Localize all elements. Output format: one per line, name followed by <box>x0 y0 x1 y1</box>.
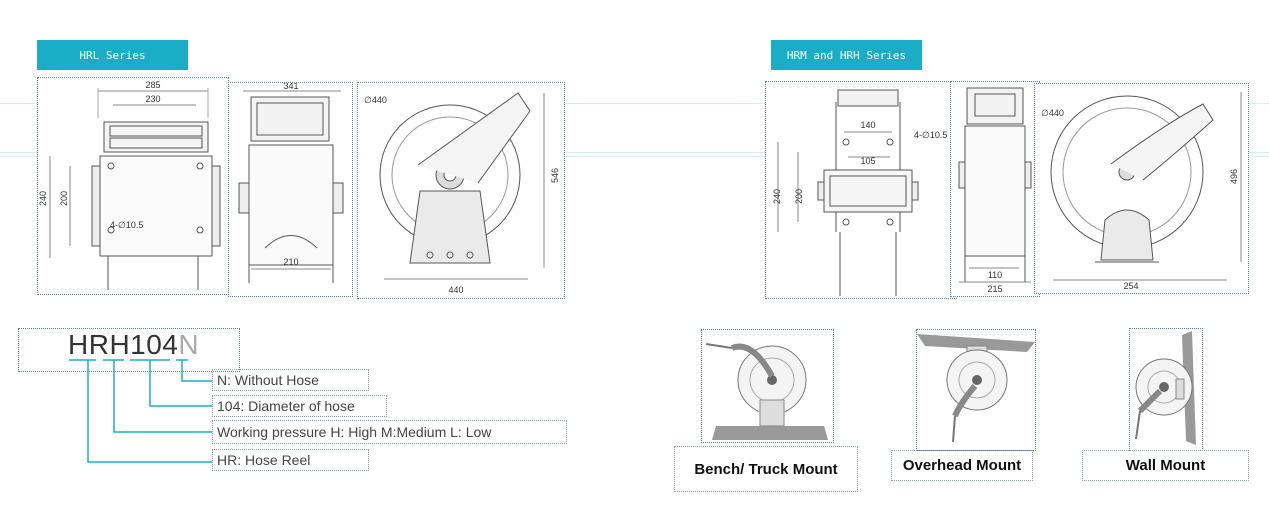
hrm-reel-height: 496 <box>1229 169 1239 184</box>
hrm-side-drawing: 110 215 <box>958 87 1032 294</box>
hrm-front-dim-left-inner: 200 <box>794 189 804 204</box>
hrm-reel-view: ∅440 496 254 <box>1034 83 1249 294</box>
model-code-connectors <box>69 359 212 463</box>
hrm-hrh-series-tag: HRM and HRH Series <box>771 40 922 70</box>
guide-line-2 <box>0 152 1269 153</box>
guide-line-3 <box>0 156 1269 157</box>
hrm-side-view: 110 215 <box>950 81 1040 297</box>
model-code-box <box>18 328 240 372</box>
hrm-reel-width: 254 <box>1123 281 1138 291</box>
hrl-front-holes: 4-∅10.5 <box>110 220 143 230</box>
bench-truck-mount-label: Bench/ Truck Mount <box>674 446 858 492</box>
hrl-reel-width: 440 <box>448 285 463 295</box>
overhead-mount-image <box>916 329 1036 451</box>
legend-item-diameter: 104: Diameter of hose <box>212 395 387 417</box>
legend-item-hr: HR: Hose Reel <box>212 449 369 471</box>
hrm-reel-dia: ∅440 <box>1041 108 1064 118</box>
hrl-reel-dia: ∅440 <box>364 95 387 105</box>
hrm-front-drawing: 140 105 4-∅10.5 240 200 <box>772 89 947 296</box>
hrl-front-dim-inner: 230 <box>145 94 160 104</box>
model-code: HRH104N <box>68 329 199 361</box>
hrl-reel-view: ∅440 546 440 <box>357 82 565 299</box>
model-code-suffix: N <box>178 329 200 360</box>
hrl-front-dim-left: 240 <box>38 191 48 206</box>
hrm-front-dim-left: 240 <box>772 189 782 204</box>
hrl-front-dim-top: 285 <box>145 80 160 90</box>
hrl-reel-drawing: ∅440 546 440 <box>364 92 560 295</box>
hrl-side-dim-bottom: 210 <box>283 257 298 267</box>
hrl-reel-height: 546 <box>550 168 560 183</box>
hrm-reel-drawing: ∅440 496 254 <box>1041 92 1242 291</box>
bench-mount-drawing <box>705 343 828 440</box>
overhead-mount-drawing <box>917 334 1035 443</box>
hrm-front-view: 140 105 4-∅10.5 240 200 <box>765 81 957 299</box>
hrm-side-dim-outer: 215 <box>987 284 1002 294</box>
hrl-side-drawing: 341 210 <box>238 81 344 283</box>
hrm-front-dim-mid: 105 <box>860 156 875 166</box>
wall-mount-drawing <box>1135 331 1196 445</box>
hrl-front-drawing: 285 230 240 200 4-∅10.5 <box>38 80 221 290</box>
hrm-front-holes: 4-∅10.5 <box>914 130 947 140</box>
hrl-series-tag: HRL Series <box>37 40 188 70</box>
wall-mount-label: Wall Mount <box>1082 450 1249 481</box>
hrl-front-view: 285 230 240 200 4-∅10.5 <box>37 77 229 295</box>
overhead-mount-label: Overhead Mount <box>891 450 1033 481</box>
bench-mount-image <box>701 329 834 443</box>
legend-item-n: N: Without Hose <box>212 369 369 391</box>
wall-mount-image <box>1129 328 1203 451</box>
hrl-side-view: 341 210 <box>228 81 353 297</box>
model-code-prefix: HRH104 <box>68 329 179 360</box>
guide-line-1 <box>0 103 1269 104</box>
hrl-front-dim-left-inner: 200 <box>59 191 69 206</box>
hrm-front-dim-upper: 140 <box>860 120 875 130</box>
hrl-side-dim-top: 341 <box>283 83 298 91</box>
hrm-side-dim-inner: 110 <box>988 270 1002 280</box>
legend-item-pressure: Working pressure H: High M:Medium L: Low <box>212 420 567 444</box>
